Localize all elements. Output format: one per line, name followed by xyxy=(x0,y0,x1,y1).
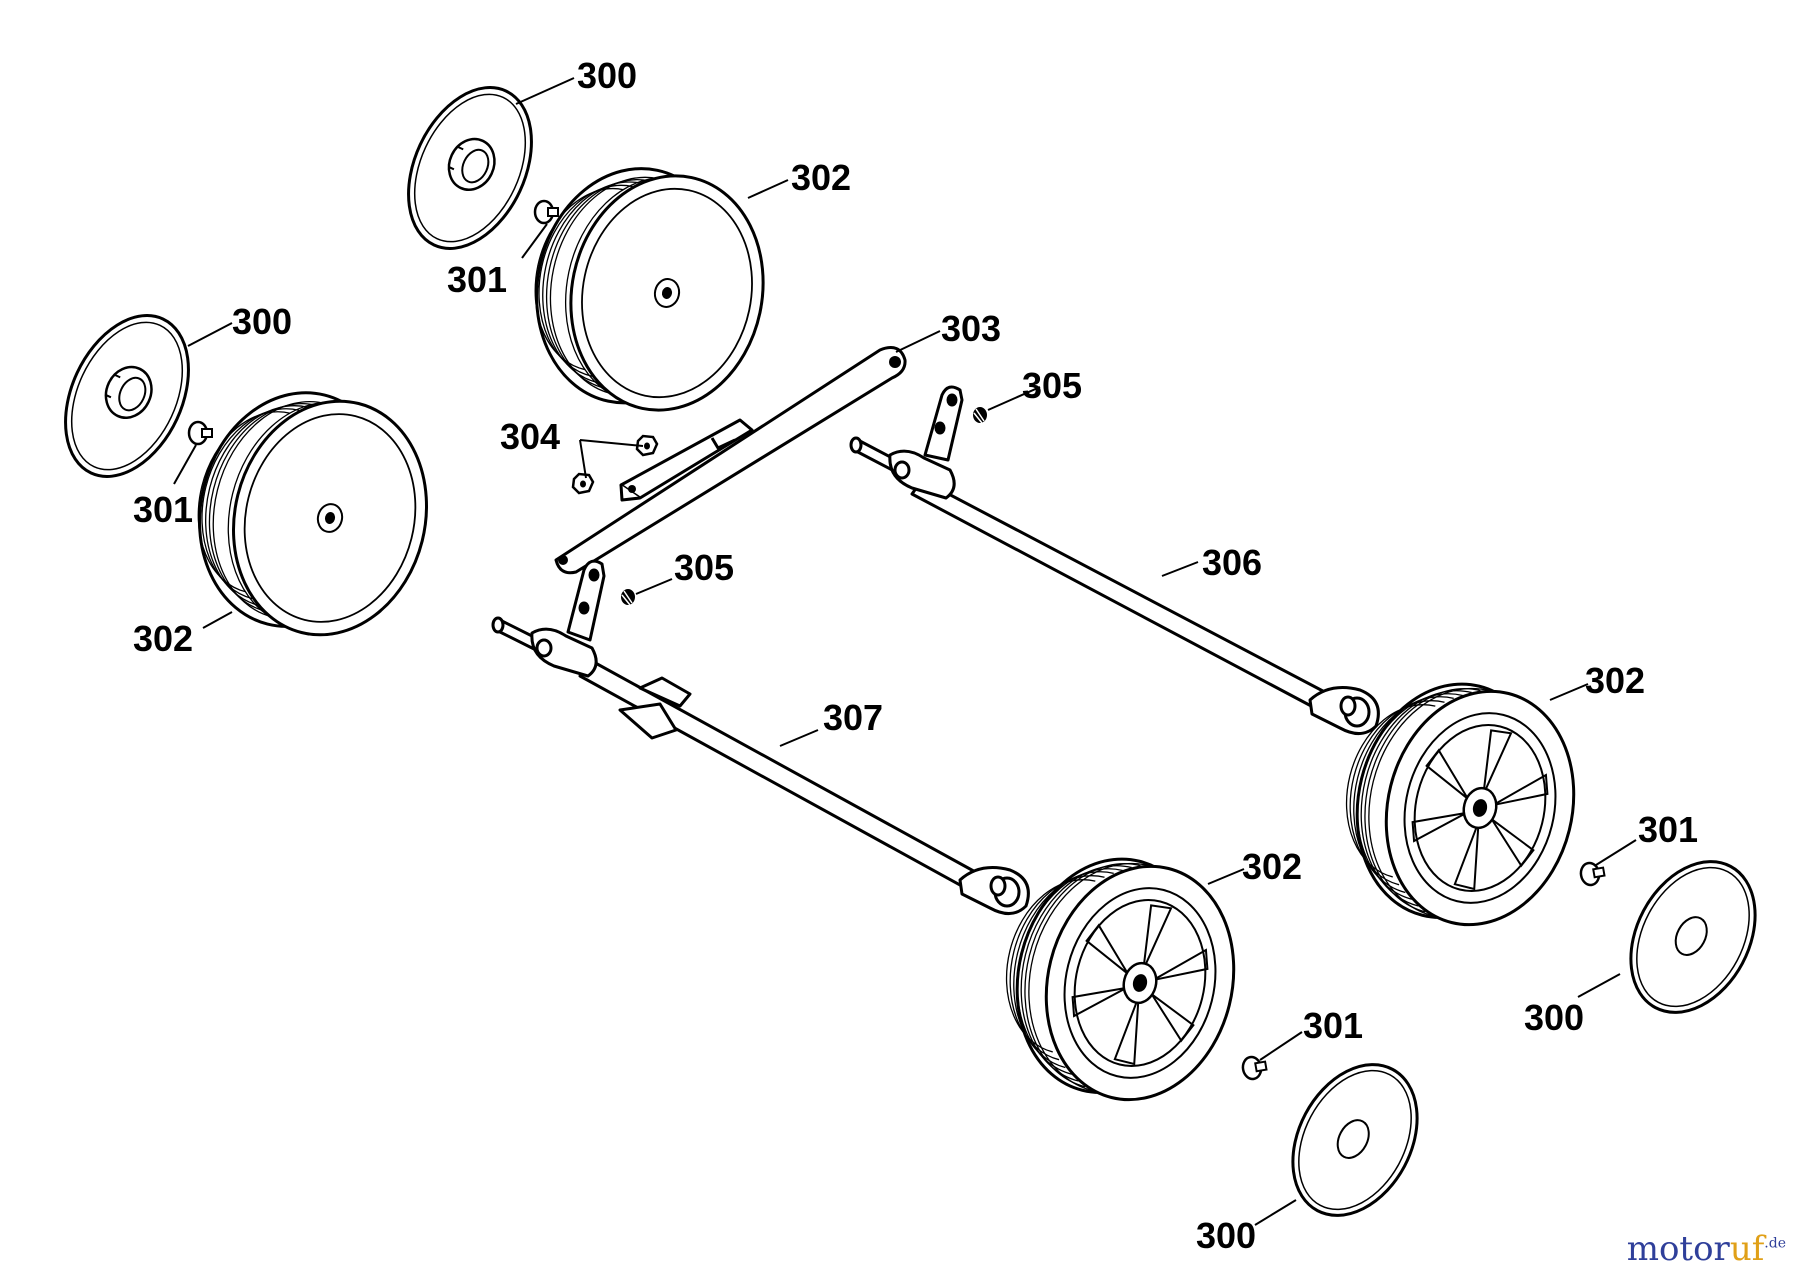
cap-right-rear xyxy=(1604,838,1782,1036)
label-bolt-upper-left: 301 xyxy=(133,489,193,530)
label-wheel-top-left: 302 xyxy=(791,157,851,198)
watermark-part-motor: motor xyxy=(1626,1229,1730,1269)
cap-upper-left xyxy=(39,294,215,498)
wheel-upper-left xyxy=(173,372,450,656)
axle-front xyxy=(491,559,1030,915)
label-cap-upper-left: 300 xyxy=(232,301,292,342)
label-bolt-right-front: 301 xyxy=(1303,1005,1363,1046)
label-axle-rear: 306 xyxy=(1202,542,1262,583)
label-nuts: 304 xyxy=(500,416,560,457)
bolt-upper-left xyxy=(187,420,214,446)
linkage-bar xyxy=(554,346,907,575)
cap-right-front xyxy=(1266,1041,1444,1239)
nut-lower xyxy=(571,472,595,495)
label-bolt-right-rear: 301 xyxy=(1638,809,1698,850)
bolt-top-left xyxy=(533,199,560,225)
label-wheel-right-front: 302 xyxy=(1242,846,1302,887)
spring-upper xyxy=(972,406,988,424)
label-spring-lower: 305 xyxy=(674,547,734,588)
label-linkage: 303 xyxy=(941,308,1001,349)
watermark-suffix: .de xyxy=(1764,1235,1786,1252)
bolt-right-rear xyxy=(1577,859,1607,888)
spring-lower xyxy=(620,588,636,606)
wheel-top-left xyxy=(513,150,784,428)
watermark-part-uf: uf xyxy=(1729,1229,1765,1269)
label-cap-top-left: 300 xyxy=(577,55,637,96)
label-cap-right-rear: 300 xyxy=(1524,997,1584,1038)
leader-lines xyxy=(173,77,1637,1226)
label-axle-front: 307 xyxy=(823,697,883,738)
callout-labels: 300 301 302 300 301 302 303 305 304 305 … xyxy=(133,55,1698,1256)
label-wheel-right-rear: 302 xyxy=(1585,660,1645,701)
label-wheel-upper-left: 302 xyxy=(133,618,193,659)
label-bolt-top-left: 301 xyxy=(447,259,507,300)
axle-rear xyxy=(849,385,1380,735)
label-spring-upper: 305 xyxy=(1022,365,1082,406)
label-cap-right-front: 300 xyxy=(1196,1215,1256,1256)
watermark-logo: motoruf.de xyxy=(1627,1229,1786,1269)
